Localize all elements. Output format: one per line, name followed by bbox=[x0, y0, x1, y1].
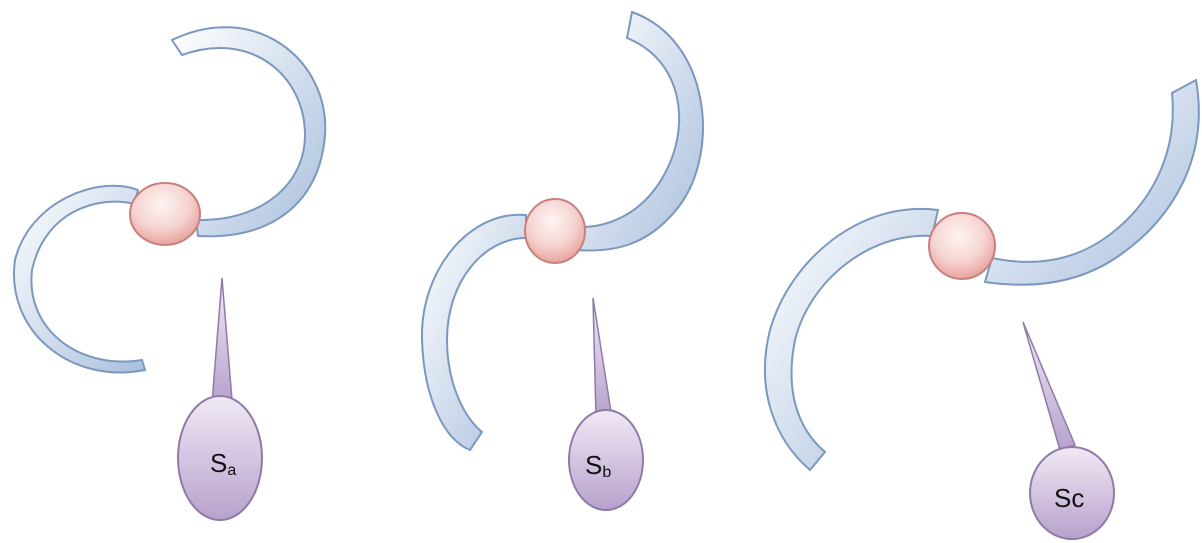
diagram-c: Sc bbox=[763, 78, 1200, 540]
diagram-c-callout-pointer bbox=[1022, 321, 1077, 451]
diagram-b-label-sub: b bbox=[602, 464, 611, 481]
diagram-c-label: Sc bbox=[1054, 483, 1084, 513]
diagram-b-right-arc bbox=[573, 10, 704, 252]
diagram-c-label-main: Sc bbox=[1054, 483, 1084, 513]
diagram-b-label: Sb bbox=[585, 450, 611, 481]
diagram-b-node bbox=[524, 198, 586, 264]
diagram-c-callout-bubble bbox=[1029, 446, 1115, 540]
diagram-b-label-main: S bbox=[585, 450, 602, 480]
diagram-a-label-sub: a bbox=[227, 462, 236, 479]
diagram-b-callout-pointer bbox=[592, 297, 613, 419]
diagram-a-right-arc bbox=[170, 26, 327, 238]
diagram-a: Sa bbox=[12, 26, 327, 521]
diagram-a-left-arc bbox=[12, 184, 147, 374]
diagram-a-label-main: S bbox=[210, 448, 227, 478]
diagram-b-left-arc bbox=[420, 213, 527, 452]
diagram-b: Sb bbox=[420, 10, 704, 511]
diagram-a-callout-pointer bbox=[211, 277, 233, 404]
diagram-a-label: Sa bbox=[210, 448, 236, 479]
diagram-a-callout-bubble bbox=[177, 395, 263, 521]
diagram-b-callout-bubble bbox=[568, 409, 644, 511]
diagram-c-right-arc bbox=[983, 78, 1200, 286]
diagram-a-node bbox=[129, 182, 201, 246]
diagram-c-node bbox=[928, 212, 996, 280]
diagram-c-left-arc bbox=[763, 207, 940, 472]
